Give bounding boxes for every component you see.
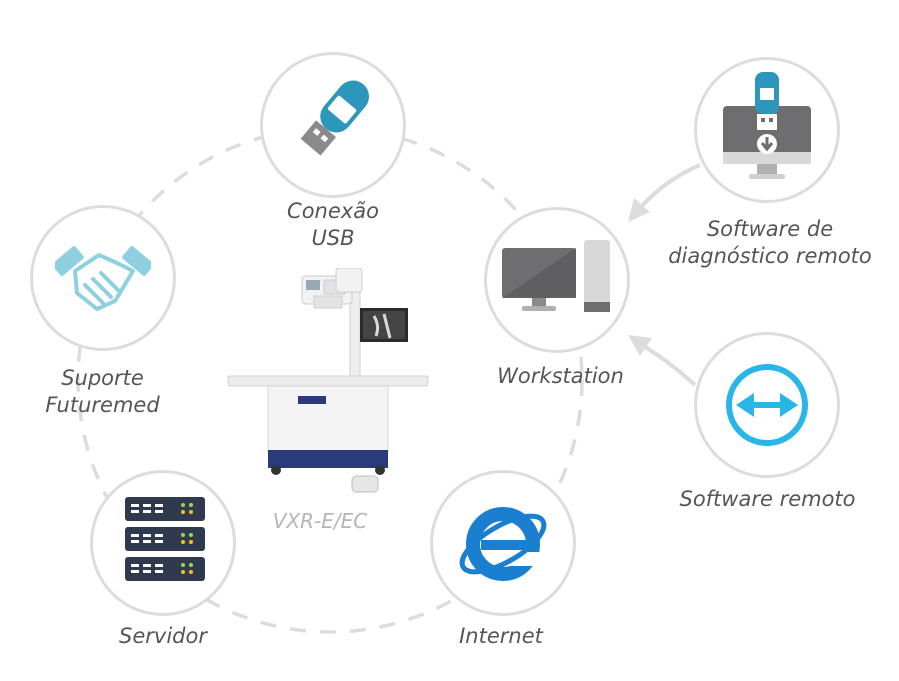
internet-node-circle <box>430 470 576 616</box>
device-label: VXR-E/EC <box>272 509 368 533</box>
diag-software-label-line2: diagnóstico remoto <box>668 244 872 268</box>
usb-label-line1: Conexão <box>287 199 379 223</box>
double-arrow-icon <box>726 364 808 446</box>
server-rack-icon <box>125 497 205 581</box>
server-label: Servidor <box>119 624 207 648</box>
arrowhead-remote <box>628 335 652 356</box>
handshake-icon <box>55 246 151 311</box>
internet-label: Internet <box>459 624 543 648</box>
support-label-line2: Futuremed <box>45 393 160 417</box>
arrowhead-diag <box>628 198 650 222</box>
usb-label-line2: USB <box>311 226 355 250</box>
desktop-computer-icon <box>502 240 610 312</box>
xray-table-device <box>227 268 429 493</box>
support-node-circle <box>30 205 176 351</box>
usb-drive-icon <box>300 80 369 156</box>
support-label-line1: Suporte <box>61 366 144 390</box>
arrow-diag-to-workstation <box>638 163 701 210</box>
dashed-ring <box>76 126 584 634</box>
arrow-remote-to-workstation <box>640 343 697 387</box>
workstation-label: Workstation <box>497 364 624 388</box>
monitor-download-icon <box>723 72 811 179</box>
internet-explorer-icon <box>459 507 547 581</box>
support-label: Suporte Futuremed <box>20 365 185 419</box>
remote-software-label: Software remoto <box>679 487 856 511</box>
diag-software-label-line1: Software de <box>706 217 834 241</box>
diag-software-label: Software de diagnóstico remoto <box>650 216 890 270</box>
usb-label: Conexão USB <box>253 198 413 252</box>
